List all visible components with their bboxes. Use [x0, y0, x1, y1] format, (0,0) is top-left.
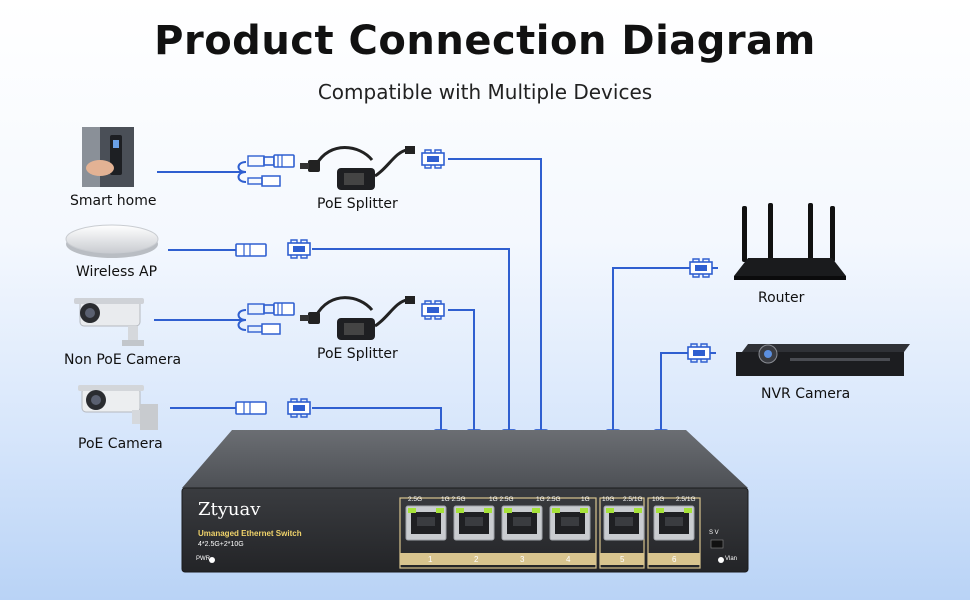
nvr-camera-label: NVR Camera	[761, 386, 851, 402]
non-poe-camera-icon	[74, 298, 144, 346]
switch-port-6	[653, 505, 695, 541]
poe-camera-plug	[235, 398, 311, 418]
port-number-3: 3	[520, 555, 525, 564]
poe-splitter-label-2: PoE Splitter	[317, 346, 398, 362]
switch-vlan-label: Vlan	[725, 556, 738, 562]
nvr-rj45	[687, 343, 711, 363]
speed-label-4: 1G 2.5G	[536, 496, 561, 503]
cable-splitter2-switch	[448, 309, 475, 430]
speed-label-7: 2.5/1G	[623, 496, 643, 503]
switch-sv-label: S V	[709, 530, 719, 536]
non-poe-camera-label: Non PoE Camera	[64, 352, 182, 368]
speed-label-3: 1G 2.5G	[489, 496, 514, 503]
port-number-5: 5	[620, 555, 625, 564]
poe-splitter-1	[300, 146, 415, 190]
cable-poe-camera	[170, 407, 442, 430]
poe-camera-label: PoE Camera	[78, 436, 163, 452]
page-subtitle: Compatible with Multiple Devices	[317, 80, 653, 104]
cable-router	[612, 267, 718, 430]
poe-splitter-label-1: PoE Splitter	[317, 196, 398, 212]
port-number-4: 4	[566, 555, 571, 564]
router-rj45	[689, 258, 713, 278]
switch-port-3	[501, 505, 543, 541]
page-title: Product Connection Diagram	[154, 18, 816, 64]
speed-label-6: 10G	[602, 496, 615, 503]
speed-label-8: 10G	[652, 496, 665, 503]
switch-port-5	[603, 505, 645, 541]
speed-label-9: 2.5/1G	[676, 496, 696, 503]
switch-port-1	[405, 505, 447, 541]
router-icon	[734, 203, 846, 280]
speed-label-5: 1G	[581, 496, 590, 503]
wireless-ap-icon	[65, 224, 159, 258]
cable-smart-home	[157, 171, 247, 183]
switch-model: Umanaged Ethernet Switch	[198, 529, 302, 538]
speed-label-2: 1G 2.5G	[441, 496, 466, 503]
switch-port-4	[549, 505, 591, 541]
splitter2-rj45	[421, 300, 445, 320]
cable-nvr	[660, 352, 716, 430]
ethernet-switch	[181, 430, 749, 573]
poe-camera-icon	[78, 385, 158, 430]
splitter1-rj45	[421, 149, 445, 169]
smart-home-icon	[82, 127, 134, 187]
switch-pwr-label: PWR	[196, 556, 210, 562]
router-label: Router	[758, 290, 805, 306]
switch-port-2	[453, 505, 495, 541]
poe-splitter-2	[300, 296, 415, 340]
port-number-2: 2	[474, 555, 479, 564]
cable-wireless-ap	[168, 248, 510, 430]
speed-label-1: 2.5G	[408, 496, 423, 503]
smart-home-plug	[247, 154, 295, 187]
port-number-6: 6	[672, 555, 677, 564]
smart-home-label: Smart home	[70, 193, 157, 209]
cable-splitter1-switch	[448, 158, 542, 430]
port-number-1: 1	[428, 555, 433, 564]
nvr-icon	[736, 344, 910, 376]
wireless-ap-plug	[235, 239, 311, 259]
switch-brand: Ztyuav	[198, 499, 261, 520]
wireless-ap-label: Wireless AP	[76, 264, 158, 280]
switch-port-spec: 4*2.5G+2*10G	[198, 541, 244, 548]
non-poe-camera-plug	[247, 302, 295, 335]
cables	[154, 158, 718, 430]
